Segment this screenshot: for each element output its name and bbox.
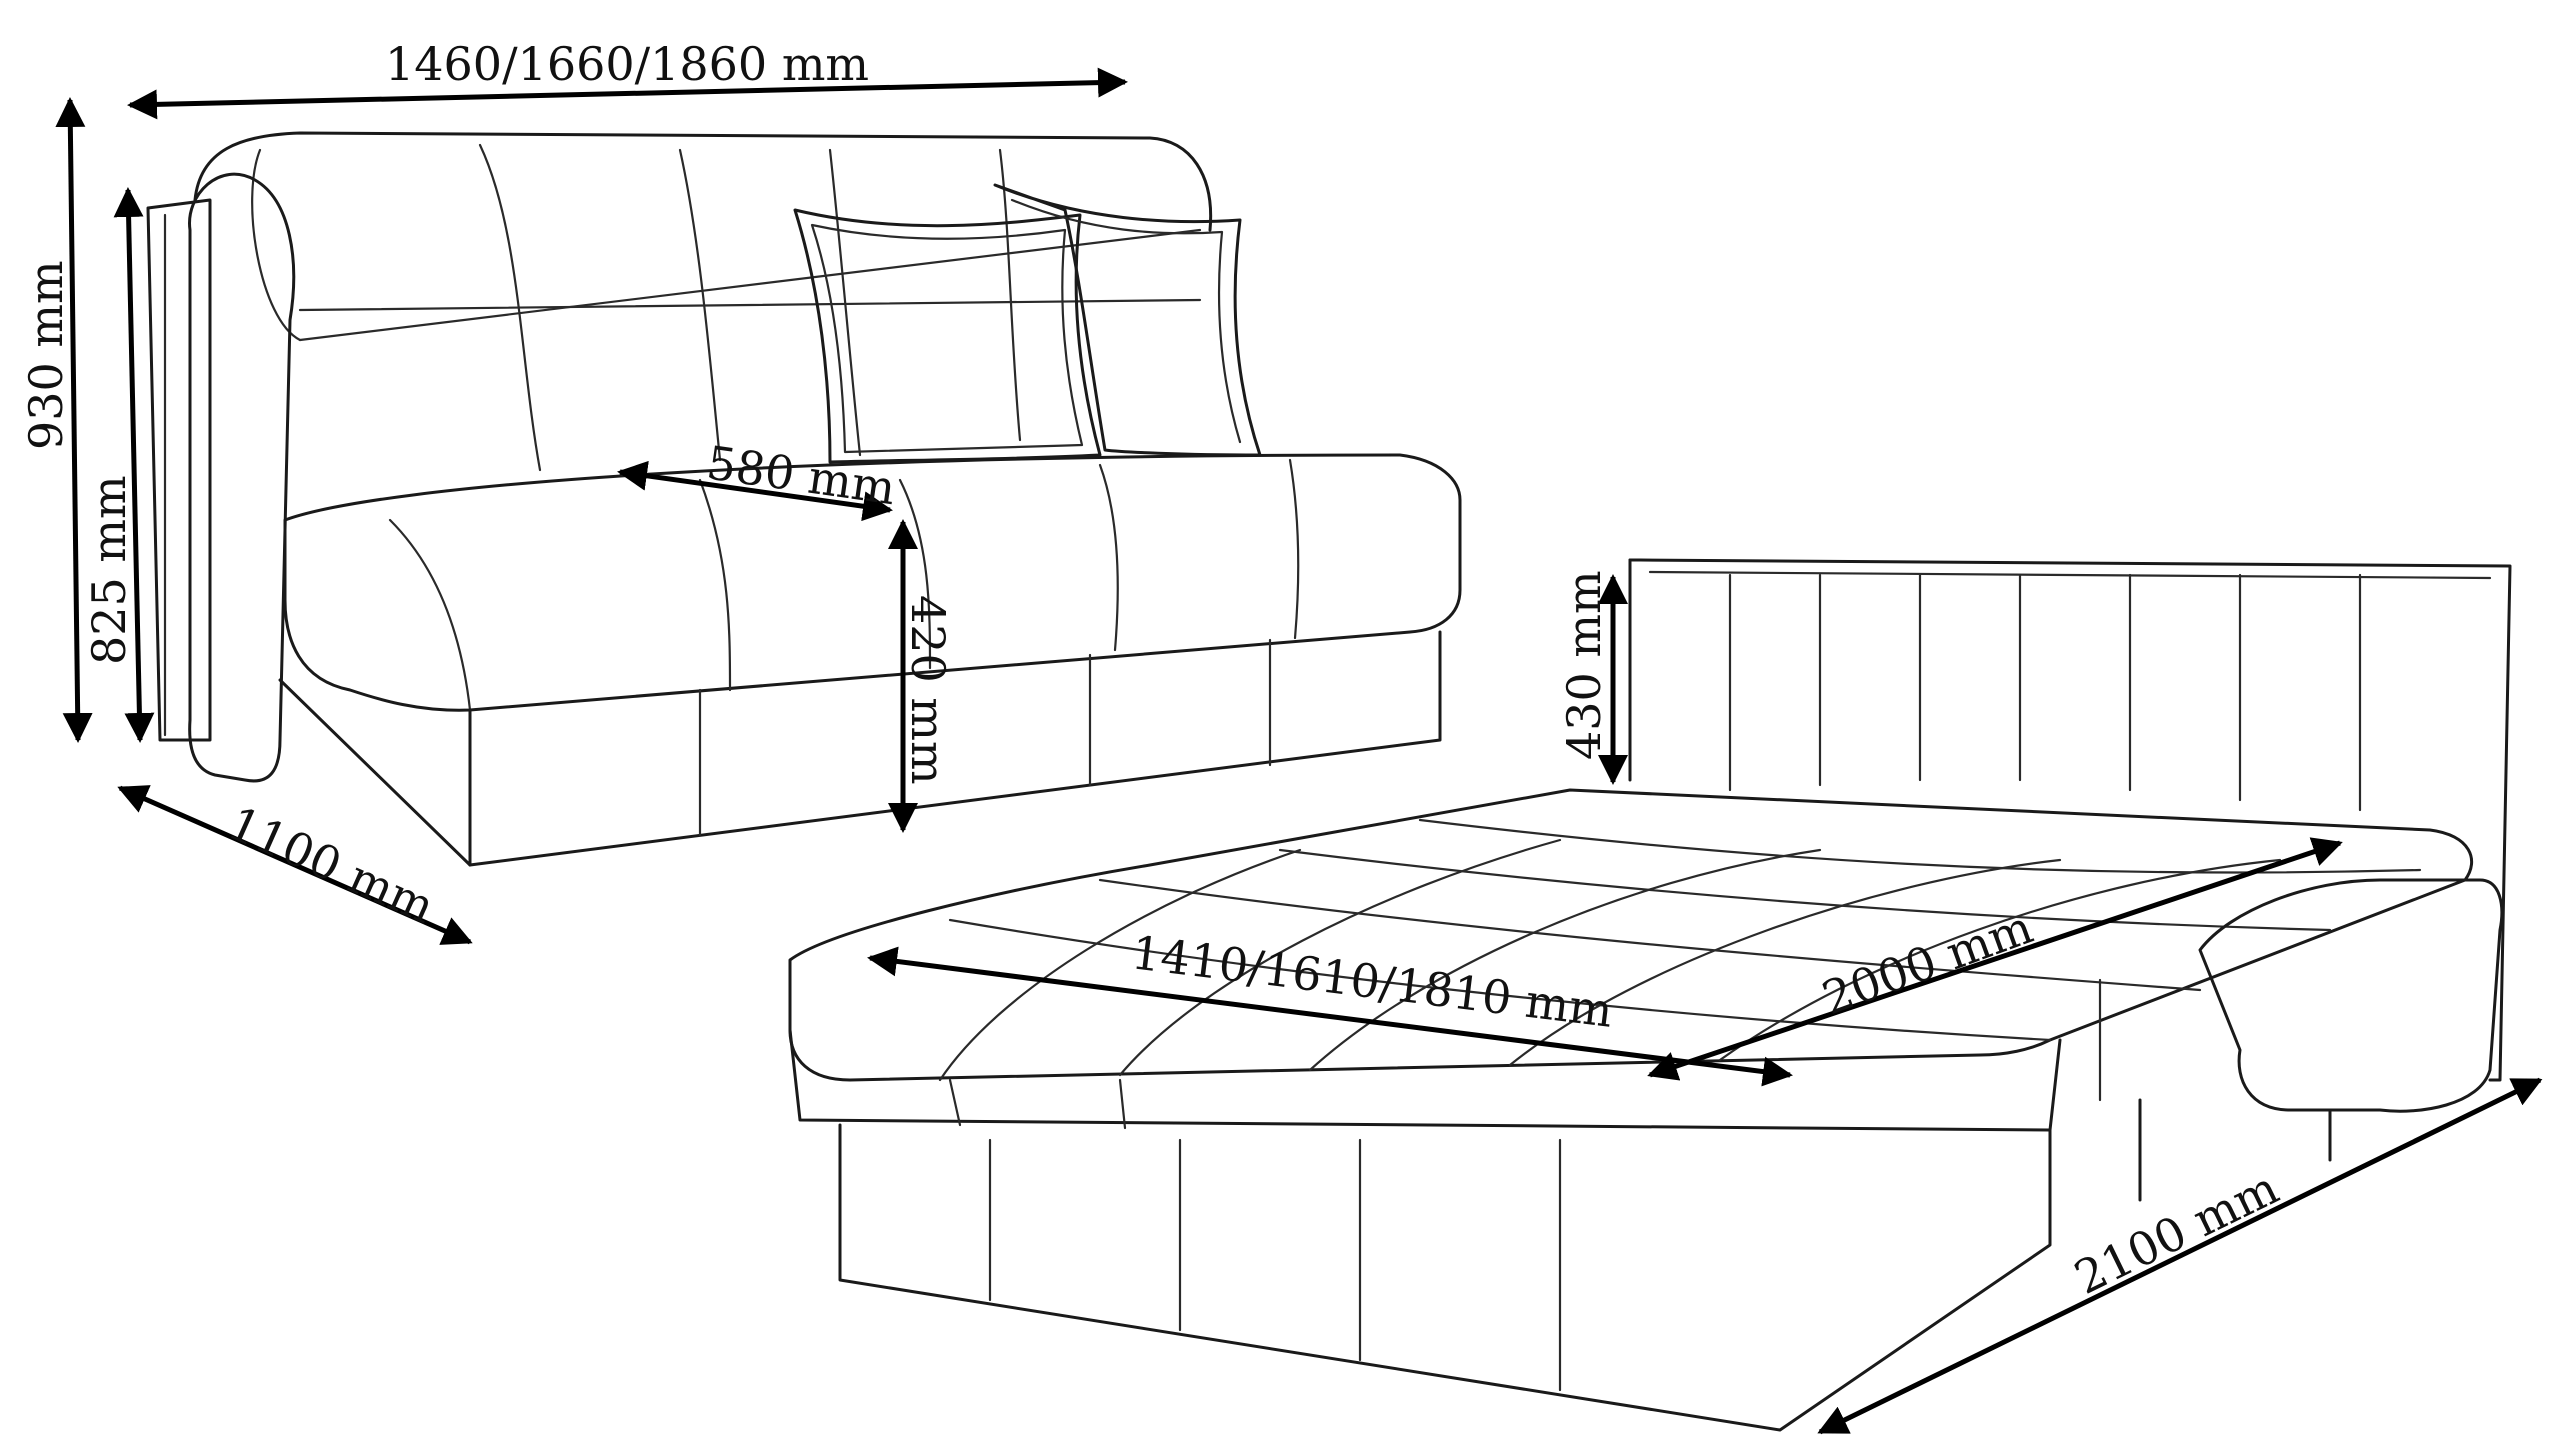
bed-length-label: 2000 mm: [1815, 900, 2039, 1026]
bed-width-dim-line: [867, 946, 1793, 1087]
sofa-armrest-height-dim-line: [113, 187, 155, 743]
dimension-lines: [55, 67, 2543, 1435]
sofa-depth-dim-line: [117, 785, 473, 945]
sofa-width-dim-line: [127, 67, 1128, 120]
bed-back-height-label: 430 mm: [1557, 570, 1611, 760]
sofa-drawing: [146, 131, 1462, 867]
sofa-depth-label: 1100 mm: [221, 796, 443, 934]
bed-total-length-label: 2100 mm: [2066, 1160, 2286, 1305]
sofa-seat-depth-label: 580 mm: [703, 435, 898, 515]
bed-drawing: [788, 558, 2512, 1432]
sofa-width-label: 1460/1660/1860 mm: [385, 37, 869, 91]
sofa-armrest-height-label: 825 mm: [82, 475, 136, 665]
sofa-height-label: 930 mm: [19, 260, 73, 450]
bed-total-length-dim-line: [1817, 1077, 2543, 1435]
sofa-height-dim-line: [55, 97, 93, 743]
sofa-seat-depth-dim-line: [617, 460, 893, 522]
sofa-seat-height-label: 420 mm: [901, 595, 955, 785]
